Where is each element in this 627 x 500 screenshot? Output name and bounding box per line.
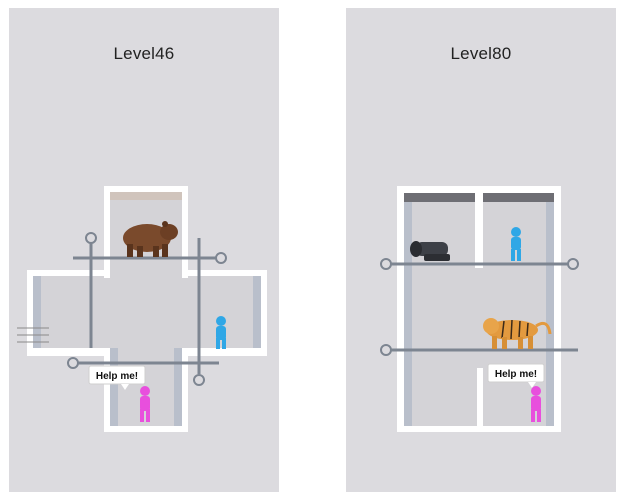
- bottom-room-shade-right: [174, 348, 182, 426]
- pin-bottom-horizontal[interactable]: [67, 357, 219, 369]
- pin-right-vertical[interactable]: [193, 238, 205, 386]
- level-title: Level46: [113, 44, 175, 63]
- pin-handle-icon[interactable]: [193, 374, 205, 386]
- pin-handle-icon[interactable]: [85, 232, 97, 244]
- left-side-shade: [404, 202, 412, 426]
- inner-ledge-right: [188, 348, 261, 356]
- bottom-room-shade-left: [110, 348, 118, 426]
- pin-handle-icon[interactable]: [215, 252, 227, 264]
- speech-bubble: Help me!: [88, 365, 146, 390]
- pin-upper-left[interactable]: [380, 258, 482, 270]
- bottom-divider: [477, 368, 483, 426]
- wall-scratches: [17, 327, 49, 343]
- level-80-panel: Level80: [346, 8, 616, 492]
- level-title: Level80: [450, 44, 512, 63]
- bear-icon: [123, 221, 178, 257]
- pin-lower[interactable]: [380, 344, 578, 356]
- pin-right-horizontal[interactable]: [215, 252, 227, 264]
- middle-room-interior: [33, 276, 261, 350]
- stickman-blue-icon: [216, 316, 226, 349]
- speech-text: Help me!: [495, 369, 537, 380]
- upper-shaft-interior: [110, 258, 182, 278]
- middle-room-shade-right: [253, 276, 261, 350]
- inner-top-right: [188, 270, 261, 276]
- pin-top-left-vertical[interactable]: [85, 232, 97, 348]
- level-46-panel: Level46: [9, 8, 279, 492]
- stickman-pink-icon: [531, 386, 541, 422]
- pin-upper-right[interactable]: [478, 258, 579, 270]
- middle-room-shade-left: [33, 276, 41, 350]
- inner-ledge-left: [33, 348, 104, 356]
- pin-handle-icon[interactable]: [380, 258, 392, 270]
- speech-text: Help me!: [96, 371, 138, 382]
- stickman-pink-icon: [140, 386, 150, 422]
- top-left-shade: [404, 193, 475, 202]
- pin-handle-icon[interactable]: [380, 344, 392, 356]
- stickman-blue-icon: [511, 227, 521, 261]
- speech-bubble: Help me!: [487, 363, 545, 388]
- pin-handle-icon[interactable]: [567, 258, 579, 270]
- tiger-icon: [483, 318, 552, 349]
- top-room-shade: [110, 192, 182, 200]
- top-right-shade: [483, 193, 554, 202]
- right-side-shade: [546, 202, 554, 426]
- level-46-scene: Help me!: [17, 186, 267, 432]
- inner-top-left: [33, 270, 104, 276]
- cannon-icon: [410, 241, 450, 261]
- pin-handle-icon[interactable]: [67, 357, 79, 369]
- level-80-scene: Help me!: [380, 186, 579, 432]
- top-divider: [475, 193, 483, 268]
